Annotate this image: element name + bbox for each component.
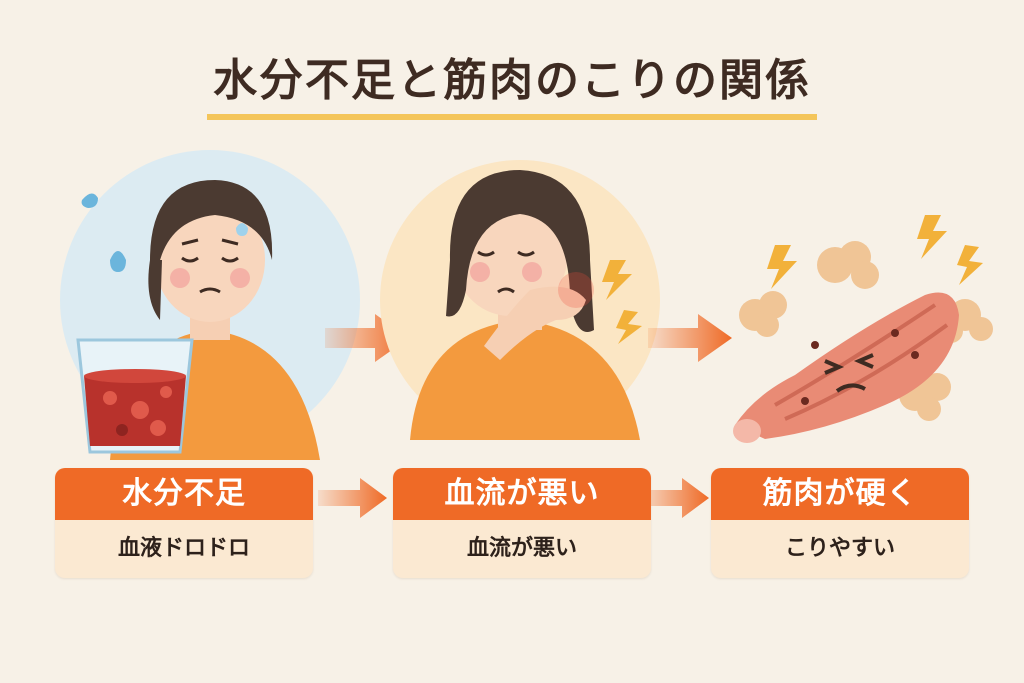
- lightning-icon: [602, 260, 642, 344]
- lightning-icon: [767, 215, 983, 289]
- step-detail: こりやすい: [784, 536, 895, 561]
- page-title: 水分不足と筋肉のこりの関係: [207, 44, 817, 120]
- neck-pain-person-illustration: [380, 160, 660, 440]
- step-heading: 水分不足: [55, 468, 313, 520]
- stiff-muscle-illustration: [733, 215, 993, 443]
- step-heading: 血流が悪い: [393, 468, 651, 520]
- sweat-drop-icon: [81, 193, 248, 272]
- step-detail: 血液ドロドロ: [117, 536, 250, 561]
- step-detail: 血流が悪い: [466, 536, 577, 561]
- glass-of-thick-blood-icon: [76, 338, 194, 454]
- step-card-stiff-muscle: 筋肉が硬く こりやすい: [711, 468, 969, 578]
- dehydrated-person-illustration: [60, 150, 360, 460]
- step-heading: 筋肉が硬く: [711, 468, 969, 520]
- flow-arrow-icon: [648, 314, 732, 362]
- title-block: 水分不足と筋肉のこりの関係: [0, 44, 1024, 120]
- flow-arrow-icon: [640, 478, 709, 518]
- flow-arrow-icon: [318, 478, 387, 518]
- step-card-poor-circulation: 血流が悪い 血流が悪い: [393, 468, 651, 578]
- step-card-dehydration: 水分不足 血液ドロドロ: [55, 468, 313, 578]
